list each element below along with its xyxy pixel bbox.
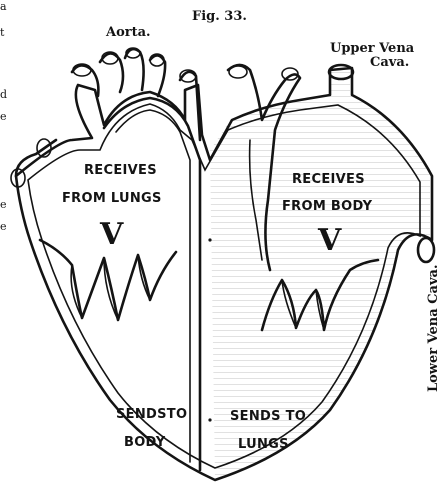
left-valve-mark: V	[99, 217, 124, 252]
margin-letter: d	[0, 88, 7, 101]
right-upper-label-line2: FROM BODY	[282, 199, 373, 214]
pulmonary-artery-opening-1	[229, 66, 247, 78]
margin-letter: a	[0, 0, 7, 13]
septum-mark	[208, 238, 211, 241]
margin-letter: t	[0, 26, 5, 39]
left-upper-label-line2: FROM LUNGS	[62, 191, 162, 206]
left-lower-label-line2: BODY	[124, 435, 166, 450]
right-lower-label-line2: LUNGS	[238, 437, 289, 452]
aorta-label: Aorta.	[105, 25, 151, 40]
right-upper-label-line1: RECEIVES	[292, 172, 365, 187]
margin-letter: e	[0, 110, 7, 123]
upper-vena-cava-label-line1: Upper Vena	[330, 41, 415, 56]
left-lower-label-line1: SENDSTO	[116, 407, 187, 422]
figure-number: Fig. 33.	[192, 9, 247, 24]
lower-vena-cava-opening	[418, 238, 434, 262]
left-upper-label-line1: RECEIVES	[84, 163, 157, 178]
right-lower-label-line1: SENDS TO	[230, 409, 306, 424]
right-valve-mark: V	[317, 223, 342, 258]
upper-vena-cava-label-line2: Cava.	[370, 55, 409, 70]
septum-mark	[208, 418, 211, 421]
margin-letter: e	[0, 198, 7, 211]
lower-vena-cava-label: Lower Vena Cava.	[426, 265, 441, 393]
margin-letter: e	[0, 220, 7, 233]
left-valve-flaps	[40, 240, 176, 320]
